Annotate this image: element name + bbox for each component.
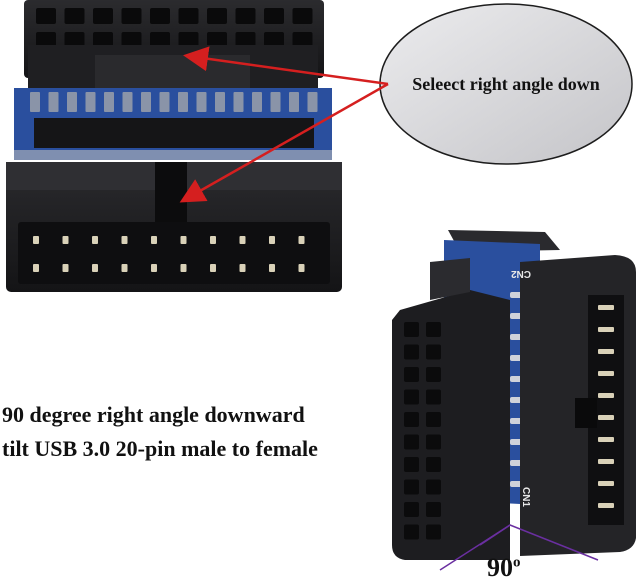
angle-value: 90 xyxy=(487,553,513,582)
pcb-label-cn2: CN2 xyxy=(511,268,531,279)
caption-line-1: 90 degree right angle downward xyxy=(2,402,305,427)
right-socket-holes xyxy=(404,322,441,540)
right-side-pins xyxy=(598,305,614,508)
angle-unit: o xyxy=(513,554,521,571)
pcb-pins-row xyxy=(30,92,318,112)
right-female-socket xyxy=(392,290,510,560)
top-socket-holes xyxy=(36,8,313,48)
arrow-to-header xyxy=(179,82,389,203)
right-adapter: CN2 CN1 xyxy=(392,230,636,560)
callout-label: Seleect right angle down xyxy=(412,74,600,94)
male-pins xyxy=(33,236,305,272)
arrow-to-socket xyxy=(183,46,389,86)
pcb-label-cn1: CN1 xyxy=(520,487,531,507)
key-notch xyxy=(155,162,187,224)
caption-line-2: tilt USB 3.0 20-pin male to female xyxy=(2,436,318,461)
left-adapter xyxy=(6,0,342,292)
product-caption: 90 degree right angle downward tilt USB … xyxy=(2,398,422,466)
angle-label: 90o xyxy=(487,553,521,583)
